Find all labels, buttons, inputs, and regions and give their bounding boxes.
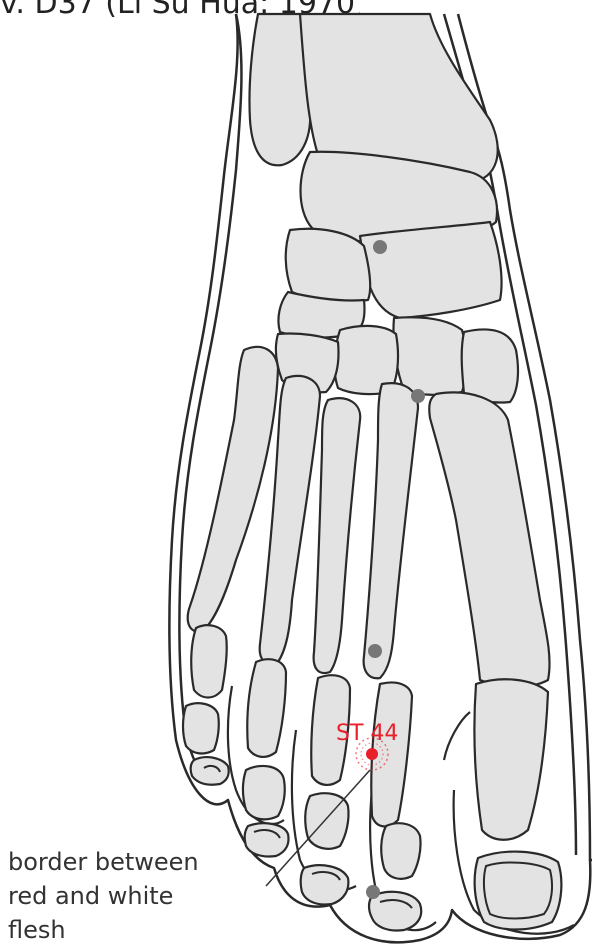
phalanx-4-1: [247, 659, 286, 757]
marker-dot: [368, 644, 382, 658]
medial-cuneiform: [393, 317, 466, 394]
caption-line: border between: [8, 845, 278, 879]
caption-line: flesh: [8, 913, 278, 947]
bones: [183, 14, 561, 931]
metatarsal-1: [429, 392, 549, 686]
phalanx-5-1: [191, 625, 227, 697]
lateral-cuneiform: [286, 229, 370, 302]
phalanx-5-2: [183, 703, 219, 753]
cuneiform-3: [462, 329, 518, 402]
st44-label: ST 44: [336, 721, 398, 746]
cuboid-bone: [360, 222, 502, 318]
phalanx-4-2: [243, 766, 285, 819]
phalanx-1-1: [474, 679, 548, 839]
phalanx-2-2: [381, 823, 420, 879]
marker-dot: [373, 240, 387, 254]
marker-dot: [411, 389, 425, 403]
marker-dot: [366, 885, 380, 899]
caption-line: red and white: [8, 879, 278, 913]
metatarsal-2: [364, 383, 418, 678]
phalanx-5-3: [191, 757, 229, 785]
caption: border between red and white flesh: [8, 845, 278, 947]
metatarsal-3: [314, 398, 361, 673]
